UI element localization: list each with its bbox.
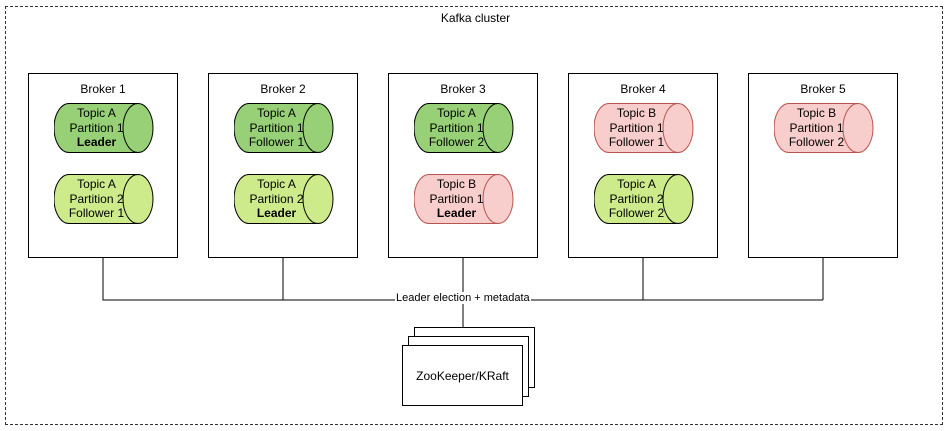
broker-title: Broker 5 — [800, 82, 846, 96]
partition-number: Partition 1 — [429, 191, 484, 206]
cylinder-shape — [54, 174, 154, 224]
partition-number: Partition 1 — [69, 120, 124, 135]
partition-role: Follower 2 — [788, 135, 845, 150]
partition-topic: Topic B — [436, 177, 477, 192]
partition-topic: Topic A — [257, 177, 296, 192]
cylinder-shape — [234, 174, 334, 224]
broker-title: Broker 3 — [440, 82, 486, 96]
partition-number: Partition 1 — [789, 120, 844, 135]
partition-role: Follower 1 — [248, 135, 305, 150]
partition-role: Follower 2 — [608, 206, 665, 221]
partition-topic: Topic A — [77, 106, 116, 121]
broker-title: Broker 1 — [80, 82, 126, 96]
partition-role: Leader — [256, 206, 297, 221]
partition-number: Partition 1 — [249, 120, 304, 135]
partition-role: Follower 1 — [68, 206, 125, 221]
partition-topic: Topic B — [616, 106, 657, 121]
partition-number: Partition 2 — [69, 191, 124, 206]
partition-topic: Topic B — [796, 106, 837, 121]
partition-role: Follower 1 — [608, 135, 665, 150]
coordinator-label: ZooKeeper/KRaft — [416, 368, 509, 383]
partition-number: Partition 1 — [609, 120, 664, 135]
partition-number: Partition 1 — [429, 120, 484, 135]
partition-role: Follower 2 — [428, 135, 485, 150]
partition-topic: Topic A — [257, 106, 296, 121]
partition-number: Partition 2 — [249, 191, 304, 206]
bus-line — [102, 258, 823, 301]
cylinder-shape — [414, 174, 514, 224]
kafka-cluster-label: Kafka cluster — [440, 11, 511, 25]
partition-number: Partition 2 — [609, 191, 664, 206]
cylinder-shape — [774, 103, 874, 153]
cylinder-shape — [594, 103, 694, 153]
broker-title: Broker 4 — [620, 82, 666, 96]
partition-role: Leader — [76, 135, 117, 150]
broker-title: Broker 2 — [260, 82, 306, 96]
cylinder-shape — [594, 174, 694, 224]
cylinder-shape — [54, 103, 154, 153]
partition-role: Leader — [436, 206, 477, 221]
kafka-cluster-frame — [5, 6, 943, 425]
leader-election-label: Leader election + metadata — [395, 292, 531, 304]
cylinder-shape — [234, 103, 334, 153]
cylinder-shape — [414, 103, 514, 153]
zookeeper-kraft-box: ZooKeeper/KRaft — [402, 345, 523, 406]
partition-topic: Topic A — [77, 177, 116, 192]
partition-topic: Topic A — [617, 177, 656, 192]
partition-topic: Topic A — [437, 106, 476, 121]
